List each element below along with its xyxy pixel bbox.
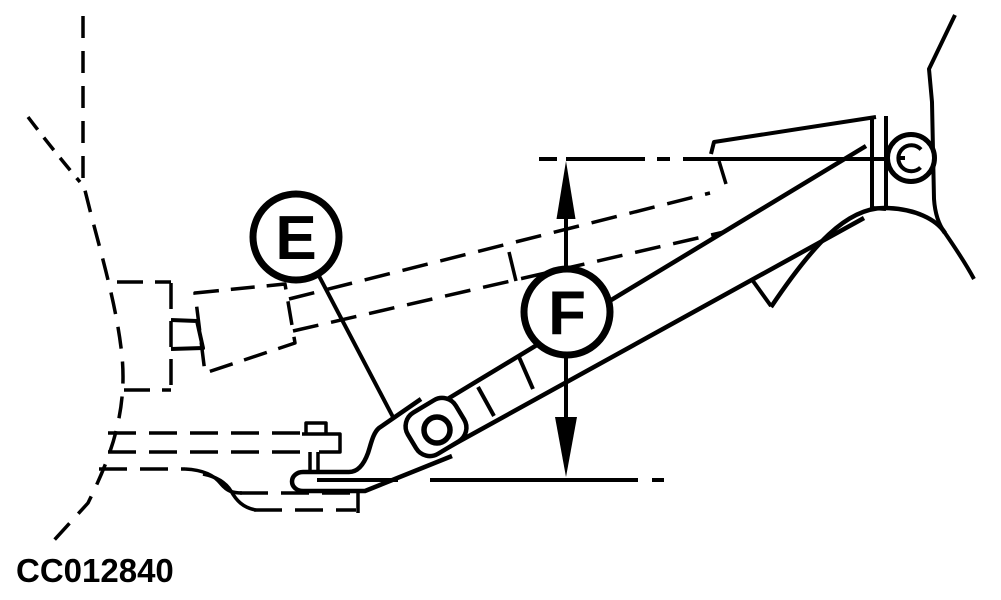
- dimension-arrow-down-icon: [555, 356, 577, 477]
- lever-mount-bracket: [302, 421, 342, 473]
- frame-rails-dashed: [99, 431, 360, 513]
- body-panel-dashed: [117, 280, 297, 392]
- pivot-boss: [403, 395, 469, 459]
- callout-e-leader-line: [317, 275, 396, 420]
- figure-code: CC012840: [16, 552, 174, 589]
- dimension-arrow-up-icon: [556, 161, 576, 271]
- callout-e-label: E: [275, 204, 316, 273]
- bracket-notch: [751, 279, 773, 308]
- linkage-rod-dashed: [288, 191, 725, 333]
- wheel-arch-curve: [769, 205, 947, 309]
- callout-e-circle: [249, 190, 343, 284]
- strut-hatch-mark: [476, 386, 496, 417]
- pivot-bolt-hole: [421, 414, 453, 446]
- callout-f: F: [520, 265, 614, 359]
- callout-f-label: F: [548, 279, 586, 348]
- panel-tab: [170, 318, 205, 351]
- body-edge-line: [927, 14, 976, 280]
- stabilizer-strut: [429, 144, 868, 449]
- strut-hatch-mark: [517, 356, 535, 390]
- lever-arm: [289, 397, 453, 494]
- callout-e: E: [249, 190, 396, 420]
- bushing-block-dashed: [193, 282, 297, 375]
- bushing-symbol-icon: [885, 132, 937, 184]
